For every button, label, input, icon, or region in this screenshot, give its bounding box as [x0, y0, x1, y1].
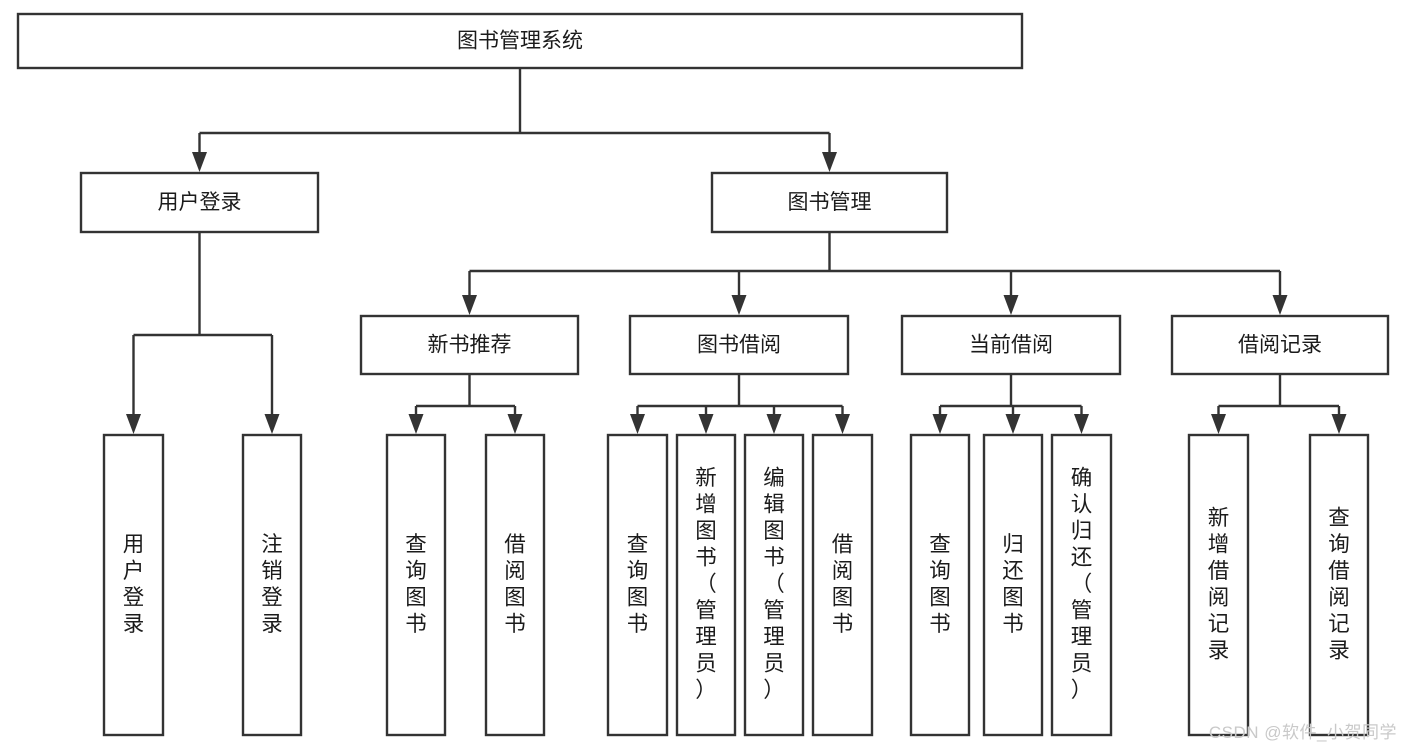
arrow-head-icon: [630, 414, 645, 434]
node-box: [675, 433, 737, 737]
node-layer: 图书管理系统用户登录图书管理新书推荐图书借阅当前借阅借阅记录用户登录注销登录查询…: [16, 12, 1390, 737]
node-l2_1[interactable]: 图书管理: [710, 171, 949, 234]
node-box: [710, 171, 949, 234]
node-leaf_12[interactable]: 查询借阅记录: [1308, 433, 1370, 737]
arrow-head-icon: [1272, 295, 1288, 315]
edge-group-l3_1: [630, 374, 850, 434]
node-leaf_10[interactable]: 确认归还（管理员）: [1050, 433, 1113, 737]
arrow-head-icon: [408, 414, 424, 434]
node-label: 借阅图书: [832, 532, 854, 636]
node-label: 图书管理系统: [457, 30, 583, 53]
arrow-head-icon: [766, 414, 782, 434]
node-label: 图书借阅: [697, 334, 781, 357]
node-box: [79, 171, 320, 234]
node-box: [743, 433, 805, 737]
edge-group-l3_2: [932, 374, 1089, 434]
node-leaf_6[interactable]: 编辑图书（管理员）: [743, 433, 805, 737]
node-box: [1170, 314, 1390, 376]
node-l3_0[interactable]: 新书推荐: [359, 314, 580, 376]
node-label: 图书管理: [788, 191, 872, 214]
node-leaf_9[interactable]: 归还图书: [982, 433, 1044, 737]
node-label: 新书推荐: [428, 334, 512, 357]
arrow-head-icon: [822, 152, 837, 172]
edge-group-l3_3: [1211, 374, 1347, 434]
node-box: [241, 433, 303, 737]
node-label: 新增借阅记录: [1208, 505, 1230, 662]
arrow-head-icon: [126, 414, 141, 434]
node-label: 当前借阅: [969, 334, 1053, 357]
node-leaf_0[interactable]: 用户登录: [102, 433, 165, 737]
edge-group-l2_1: [462, 232, 1288, 315]
node-leaf_11[interactable]: 新增借阅记录: [1187, 433, 1250, 737]
node-leaf_5[interactable]: 新增图书（管理员）: [675, 433, 737, 737]
node-label: 借阅图书: [504, 532, 526, 636]
node-label: 查询借阅记录: [1328, 505, 1350, 662]
node-leaf_3[interactable]: 借阅图书: [484, 433, 546, 737]
node-box: [811, 433, 874, 737]
edge-group-l3_0: [408, 374, 523, 434]
node-label: 注销登录: [261, 532, 283, 636]
arrow-head-icon: [1003, 295, 1019, 315]
node-leaf_7[interactable]: 借阅图书: [811, 433, 874, 737]
edge-group-l2_0: [126, 232, 280, 434]
node-leaf_8[interactable]: 查询图书: [909, 433, 971, 737]
arrow-head-icon: [731, 295, 747, 315]
arrow-head-icon: [1211, 414, 1226, 434]
node-leaf_1[interactable]: 注销登录: [241, 433, 303, 737]
node-label: 查询图书: [929, 532, 951, 636]
node-box: [1187, 433, 1250, 737]
node-l3_1[interactable]: 图书借阅: [628, 314, 850, 376]
node-box: [16, 12, 1024, 70]
node-root[interactable]: 图书管理系统: [16, 12, 1024, 70]
arrow-head-icon: [264, 414, 280, 434]
node-label: 归还图书: [1002, 532, 1024, 636]
arrow-head-icon: [835, 414, 850, 434]
arrow-head-icon: [462, 295, 477, 315]
node-box: [909, 433, 971, 737]
node-label: 确认归还（管理员）: [1071, 466, 1093, 702]
arrow-head-icon: [698, 414, 714, 434]
node-box: [385, 433, 447, 737]
arrow-head-icon: [1005, 414, 1021, 434]
node-leaf_4[interactable]: 查询图书: [606, 433, 669, 737]
node-label: 用户登录: [158, 191, 242, 214]
node-l3_3[interactable]: 借阅记录: [1170, 314, 1390, 376]
node-box: [359, 314, 580, 376]
node-box: [606, 433, 669, 737]
node-label: 新增图书（管理员）: [695, 466, 717, 702]
node-box: [982, 433, 1044, 737]
arrow-head-icon: [1074, 414, 1089, 434]
node-leaf_2[interactable]: 查询图书: [385, 433, 447, 737]
csdn-watermark: CSDN @软件_小贺同学: [1208, 723, 1397, 742]
node-label: 查询图书: [405, 532, 427, 636]
edge-group-root: [192, 68, 837, 172]
node-box: [1050, 433, 1113, 737]
node-box: [102, 433, 165, 737]
arrow-head-icon: [507, 414, 523, 434]
arrow-head-icon: [1331, 414, 1347, 434]
node-box: [628, 314, 850, 376]
node-box: [900, 314, 1122, 376]
node-label: 用户登录: [123, 532, 145, 636]
node-box: [1308, 433, 1370, 737]
arrow-head-icon: [192, 152, 207, 172]
node-l2_0[interactable]: 用户登录: [79, 171, 320, 234]
node-label: 编辑图书（管理员）: [763, 466, 785, 702]
node-l3_2[interactable]: 当前借阅: [900, 314, 1122, 376]
arrow-head-icon: [932, 414, 948, 434]
node-label: 借阅记录: [1238, 334, 1322, 357]
node-box: [484, 433, 546, 737]
node-label: 查询图书: [627, 532, 649, 636]
connector-layer: [126, 68, 1347, 434]
